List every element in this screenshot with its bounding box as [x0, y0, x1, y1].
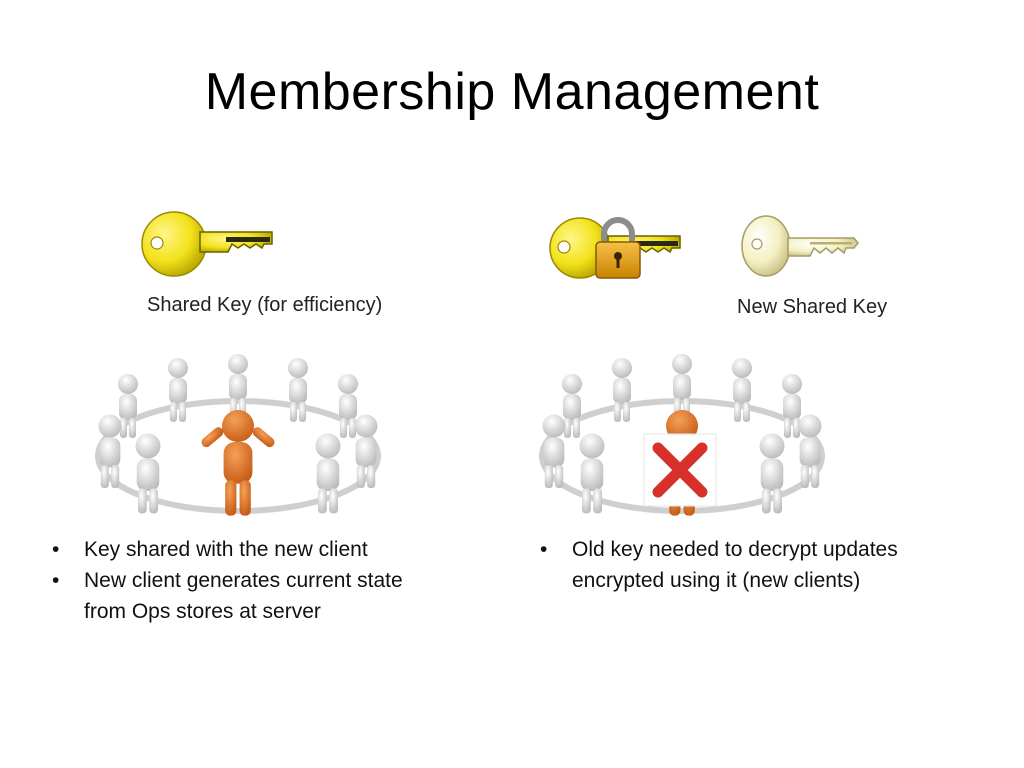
- people-circle-icon: [95, 354, 381, 516]
- gold-key-icon: [141, 211, 273, 277]
- left-bullet-list: •Key shared with the new client •New cli…: [52, 534, 512, 627]
- list-item-continuation: from Ops stores at server: [84, 600, 321, 623]
- left-caption: Shared Key (for efficiency): [147, 294, 383, 316]
- red-x-icon: [643, 433, 717, 507]
- locked-key-icon: [549, 217, 681, 279]
- light-key-icon: [741, 215, 859, 277]
- slide-title: Membership Management: [204, 63, 820, 121]
- list-item: •New client generates current state: [52, 569, 403, 592]
- people-circle-icon: [539, 354, 825, 516]
- right-caption: New Shared Key: [737, 296, 888, 318]
- list-item: •Key shared with the new client: [52, 538, 368, 561]
- right-bullet-list: •Old key needed to decrypt updates encry…: [540, 534, 900, 596]
- list-item: •Old key needed to decrypt updates encry…: [540, 538, 898, 592]
